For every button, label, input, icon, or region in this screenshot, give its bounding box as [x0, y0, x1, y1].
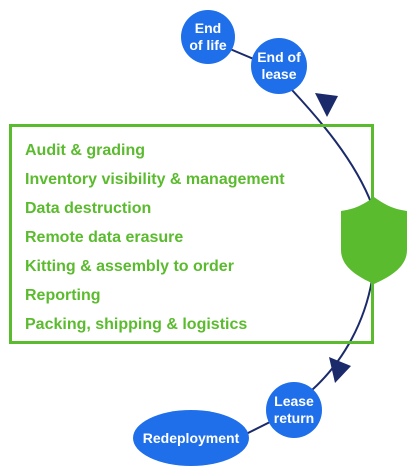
node-lease-return: Lease return — [266, 382, 322, 438]
node-end-of-life-label: End of life — [189, 20, 227, 53]
service-item: Inventory visibility & management — [25, 171, 285, 188]
service-item: Packing, shipping & logistics — [25, 316, 248, 333]
services-box: Audit & grading Inventory visibility & m… — [9, 124, 374, 344]
connector-shield-to-return — [311, 279, 373, 391]
arrow-head-icon — [315, 93, 338, 117]
node-lease-return-label: Lease return — [273, 393, 315, 426]
shield-icon — [341, 197, 407, 284]
node-redeployment: Redeployment — [133, 410, 249, 466]
arrow-head-icon — [329, 357, 351, 383]
node-end-of-lease-label: End of lease — [257, 49, 301, 82]
service-item: Kitting & assembly to order — [25, 258, 234, 275]
node-redeployment-label: Redeployment — [142, 429, 240, 446]
service-item: Reporting — [25, 287, 101, 304]
node-end-of-lease: End of lease — [251, 38, 307, 94]
node-end-of-life: End of life — [181, 10, 235, 64]
service-item: Remote data erasure — [25, 229, 184, 246]
connector-lease-to-shield — [291, 89, 373, 206]
service-item: Audit & grading — [25, 142, 145, 159]
services-list: Audit & grading Inventory visibility & m… — [25, 136, 371, 339]
service-item: Data destruction — [25, 200, 152, 217]
